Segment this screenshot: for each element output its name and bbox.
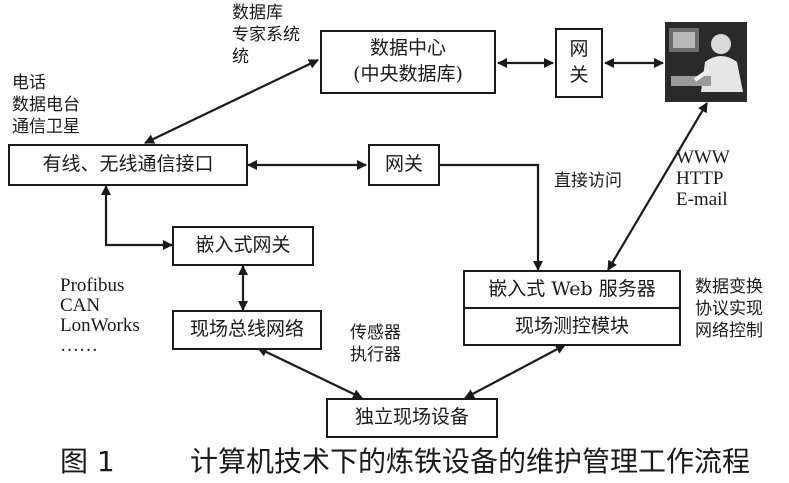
figure-title: 计算机技术下的炼铁设备的维护管理工作流程 bbox=[190, 445, 751, 478]
data-center-box: 数据中心 (中央数据库) bbox=[320, 30, 496, 94]
link-interface-embgateway bbox=[101, 185, 173, 250]
db-expert-system-label: 数据库 专家系统 统 bbox=[232, 3, 300, 68]
measure-control-label: 现场测控模块 bbox=[465, 307, 679, 344]
fieldbus-network-box: 现场总线网络 bbox=[172, 310, 322, 350]
web-server-box: 嵌入式 Web 服务器 现场测控模块 bbox=[463, 270, 681, 346]
sensor-actuator-label: 传感器 执行器 bbox=[350, 323, 401, 366]
figure-number: 图 1 bbox=[60, 445, 115, 478]
computer-user-icon bbox=[665, 22, 747, 102]
field-device-box: 独立现场设备 bbox=[326, 398, 498, 438]
embedded-gateway-box: 嵌入式网关 bbox=[172, 226, 314, 266]
figure-caption: 图 1 计算机技术下的炼铁设备的维护管理工作流程 bbox=[20, 440, 780, 480]
link-gateway-webserver bbox=[440, 163, 543, 271]
link-webserver-user bbox=[607, 102, 708, 271]
direct-access-label: 直接访问 bbox=[554, 171, 622, 191]
fieldbus-protocols-label: Profibus CAN LonWorks …… bbox=[60, 275, 140, 356]
data-exchange-label: 数据变换 协议实现 网络控制 bbox=[695, 277, 763, 342]
link-webserver-device bbox=[464, 344, 566, 399]
wired-wireless-interface-box: 有线、无线通信接口 bbox=[8, 144, 248, 186]
phone-radio-satellite-label: 电话 数据电台 通信卫星 bbox=[12, 73, 80, 138]
link-datacenter-interface bbox=[144, 59, 319, 144]
computer-user-icon-graphic bbox=[665, 22, 747, 102]
gateway-mid-box: 网关 bbox=[368, 144, 440, 186]
gateway-top-box: 网 关 bbox=[555, 28, 603, 98]
web-server-label: 嵌入式 Web 服务器 bbox=[488, 277, 656, 300]
link-fieldbus-device bbox=[257, 347, 363, 399]
www-http-email-label: WWW HTTP E-mail bbox=[676, 147, 730, 210]
